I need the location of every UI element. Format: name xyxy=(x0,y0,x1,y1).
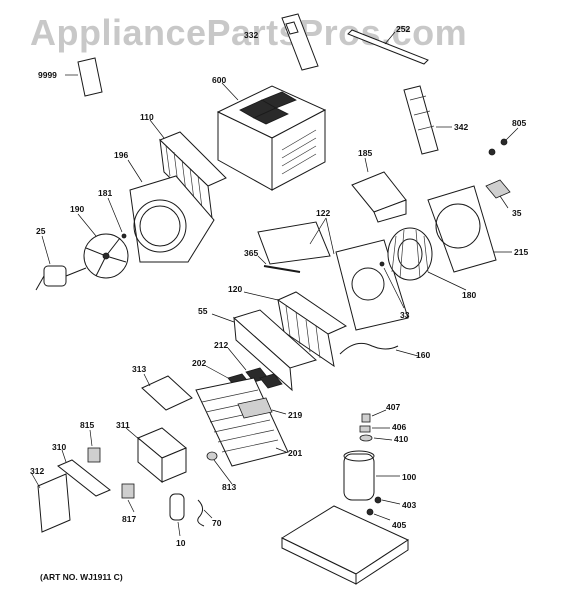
part-817-switch[interactable] xyxy=(121,483,135,513)
label-311: 311 xyxy=(116,420,130,430)
part-342-side-panel[interactable] xyxy=(403,85,452,155)
label-365: 365 xyxy=(244,248,258,258)
part-311-control-box[interactable] xyxy=(125,427,187,484)
label-185: 185 xyxy=(358,148,372,158)
label-342: 342 xyxy=(454,122,468,132)
part-252-rail[interactable] xyxy=(347,29,429,65)
part-600-cabinet[interactable] xyxy=(216,82,327,191)
label-310: 310 xyxy=(52,442,66,452)
label-332: 332 xyxy=(244,30,258,40)
part-160-tube[interactable] xyxy=(339,342,419,357)
label-55: 55 xyxy=(198,306,208,316)
label-252: 252 xyxy=(396,24,410,34)
label-201: 201 xyxy=(288,448,302,458)
part-815-switch[interactable] xyxy=(87,429,101,463)
part-55-filter[interactable] xyxy=(211,309,317,392)
label-403: 403 xyxy=(402,500,416,510)
part-219-panel[interactable] xyxy=(237,397,287,419)
part-365-rod[interactable] xyxy=(257,255,301,273)
part-70-wire[interactable] xyxy=(197,499,213,527)
part-9999-manual[interactable] xyxy=(65,57,103,97)
part-310-bracket[interactable] xyxy=(57,449,111,497)
part-base-pan[interactable] xyxy=(280,505,410,585)
part-110-condenser-coil[interactable] xyxy=(149,119,227,220)
label-215: 215 xyxy=(514,247,528,257)
label-405: 405 xyxy=(392,520,406,530)
part-410-fitting[interactable] xyxy=(359,434,393,442)
label-600: 600 xyxy=(212,75,226,85)
part-813-knob[interactable] xyxy=(206,451,233,485)
label-406: 406 xyxy=(392,422,406,432)
label-33: 33 xyxy=(400,310,410,320)
label-410: 410 xyxy=(394,434,408,444)
part-185-cover[interactable] xyxy=(351,157,407,223)
art-number: (ART NO. WJ1911 C) xyxy=(40,572,123,582)
part-181-clip[interactable] xyxy=(107,197,127,239)
part-33-clip[interactable] xyxy=(379,261,405,309)
label-815: 815 xyxy=(80,420,94,430)
part-196-shroud[interactable] xyxy=(127,159,215,263)
label-70: 70 xyxy=(212,518,222,528)
label-312: 312 xyxy=(30,466,44,476)
label-181: 181 xyxy=(98,188,112,198)
part-406-fitting[interactable] xyxy=(359,425,390,433)
part-190-fan-blade[interactable] xyxy=(77,213,129,279)
label-313: 313 xyxy=(132,364,146,374)
part-805-screws[interactable] xyxy=(488,127,519,156)
label-817: 817 xyxy=(122,514,136,524)
label-120: 120 xyxy=(228,284,242,294)
label-813: 813 xyxy=(222,482,236,492)
part-405-mount[interactable] xyxy=(366,508,391,521)
part-403-grommet[interactable] xyxy=(374,496,401,505)
part-35-bracket[interactable] xyxy=(485,179,511,209)
label-35: 35 xyxy=(512,208,522,218)
label-407: 407 xyxy=(386,402,400,412)
label-202: 202 xyxy=(192,358,206,368)
part-180-blower-wheel[interactable] xyxy=(387,227,467,291)
part-215-scroll-housing[interactable] xyxy=(427,185,512,273)
label-160: 160 xyxy=(416,350,430,360)
label-9999: 9999 xyxy=(38,70,57,80)
part-100-compressor[interactable] xyxy=(343,450,400,501)
part-332-bracket[interactable] xyxy=(281,13,319,71)
part-313-plate[interactable] xyxy=(141,373,193,411)
label-196: 196 xyxy=(114,150,128,160)
label-212: 212 xyxy=(214,340,228,350)
part-312-plate[interactable] xyxy=(31,473,71,533)
label-110: 110 xyxy=(140,112,154,122)
part-120-evaporator-coil[interactable] xyxy=(243,291,348,368)
part-10-capacitor[interactable] xyxy=(169,493,185,537)
label-180: 180 xyxy=(462,290,476,300)
label-25: 25 xyxy=(36,226,46,236)
label-190: 190 xyxy=(70,204,84,214)
part-407-fitting[interactable] xyxy=(361,409,387,423)
label-219: 219 xyxy=(288,410,302,420)
label-122: 122 xyxy=(316,208,330,218)
label-805: 805 xyxy=(512,118,526,128)
label-100: 100 xyxy=(402,472,416,482)
part-25-motor[interactable] xyxy=(35,235,87,291)
label-10: 10 xyxy=(176,538,186,548)
